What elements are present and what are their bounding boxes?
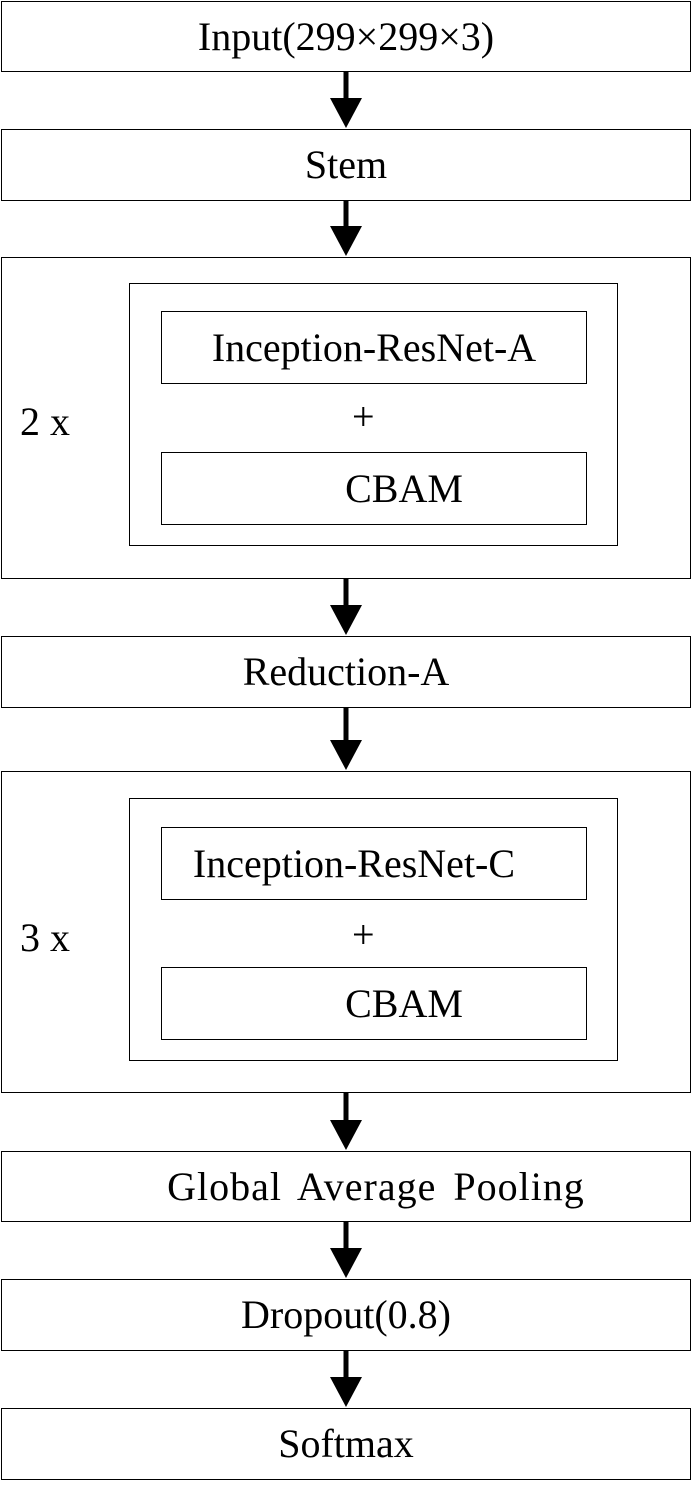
cbam-label-a: CBAM (345, 465, 463, 511)
inception-resnet-a-block: Inception-ResNet-A (161, 311, 587, 384)
cbam-block-a: CBAM (161, 452, 587, 525)
stem-block: Stem (1, 129, 691, 201)
arrow-gap-to-dropout (326, 1222, 366, 1280)
input-block: Input(299×299×3) (1, 1, 691, 72)
arrow-stem-to-group-a (326, 201, 366, 258)
global-average-pooling-label: Global Average Pooling (167, 1163, 585, 1209)
arrow-dropout-to-softmax (326, 1351, 366, 1409)
inception-resnet-c-inner: Inception-ResNet-C + CBAM (129, 798, 618, 1061)
global-average-pooling-block: Global Average Pooling (1, 1151, 691, 1222)
dropout-label: Dropout(0.8) (241, 1292, 451, 1337)
arrow-group-a-to-reduction (326, 579, 366, 637)
inception-resnet-c-block: Inception-ResNet-C (161, 827, 587, 900)
repeat-count-a: 2 x (20, 399, 70, 444)
dropout-block: Dropout(0.8) (1, 1279, 691, 1351)
inception-resnet-a-inner: Inception-ResNet-A + CBAM (129, 283, 618, 546)
reduction-a-block: Reduction-A (1, 636, 691, 708)
cbam-label-c: CBAM (345, 980, 463, 1026)
input-label: Input(299×299×3) (197, 13, 495, 59)
repeat-count-c: 3 x (20, 915, 70, 960)
stem-label: Stem (304, 142, 388, 187)
cbam-block-c: CBAM (161, 967, 587, 1040)
arrow-group-c-to-gap (326, 1093, 366, 1152)
inception-resnet-a-label: Inception-ResNet-A (211, 324, 537, 370)
inception-resnet-a-group: 2 x Inception-ResNet-A + CBAM (1, 257, 691, 579)
arrow-reduction-to-group-c (326, 708, 366, 772)
plus-sign-c: + (352, 912, 375, 957)
inception-resnet-c-group: 3 x Inception-ResNet-C + CBAM (1, 771, 691, 1093)
reduction-a-label: Reduction-A (242, 649, 450, 694)
inception-resnet-c-label: Inception-ResNet-C (192, 840, 516, 886)
softmax-label: Softmax (278, 1421, 414, 1466)
plus-sign-a: + (352, 394, 375, 439)
arrow-input-to-stem (326, 72, 366, 130)
softmax-block: Softmax (1, 1408, 691, 1480)
